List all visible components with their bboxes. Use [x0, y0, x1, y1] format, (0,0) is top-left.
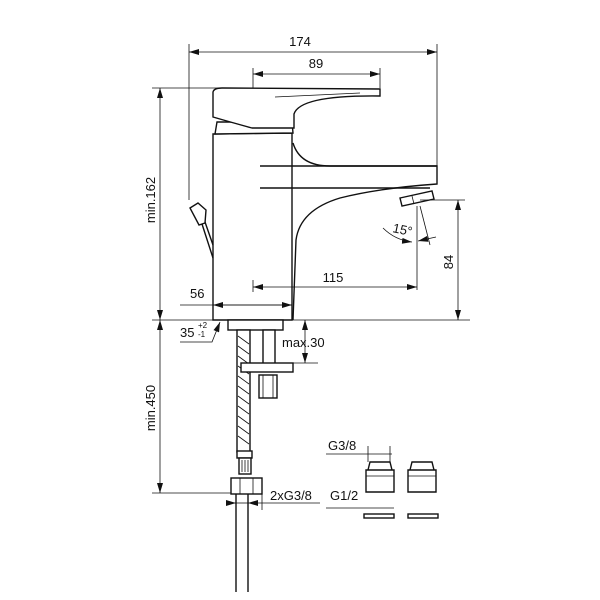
nut	[258, 374, 278, 399]
dim-adapter-large: G1/2	[330, 488, 358, 503]
dim-hose-thread: 2xG3/8	[270, 488, 312, 503]
dim-hole-diameter: 35	[180, 325, 194, 340]
installation-parts	[227, 319, 294, 592]
dim-angle: 15°	[391, 220, 413, 239]
adapter-1	[365, 461, 395, 493]
dim-max-counter: max.30	[282, 335, 325, 350]
dimension-lines	[152, 44, 470, 510]
mounting-bracket	[240, 362, 294, 373]
dim-hole-tol-plus: +2	[198, 321, 208, 330]
aerator	[399, 190, 435, 207]
popup-rod	[189, 202, 207, 226]
adapter-2	[407, 461, 437, 493]
dim-min-hose-length: min.450	[143, 385, 158, 431]
dim-handle-length: 89	[309, 56, 323, 71]
faucet-body	[189, 87, 438, 321]
lever-handle	[212, 87, 381, 129]
dim-spout-height: 84	[441, 255, 456, 269]
dim-spout-reach: 115	[323, 270, 344, 285]
dim-adapter-small: G3/8	[328, 438, 356, 453]
dim-hole-tol-minus: -1	[198, 330, 206, 339]
dim-total-length: 174	[289, 34, 311, 49]
dim-min-height: min.162	[143, 177, 158, 223]
dim-body-width: 56	[190, 286, 204, 301]
hose-nut	[230, 477, 263, 495]
thread-adapters	[363, 461, 439, 519]
